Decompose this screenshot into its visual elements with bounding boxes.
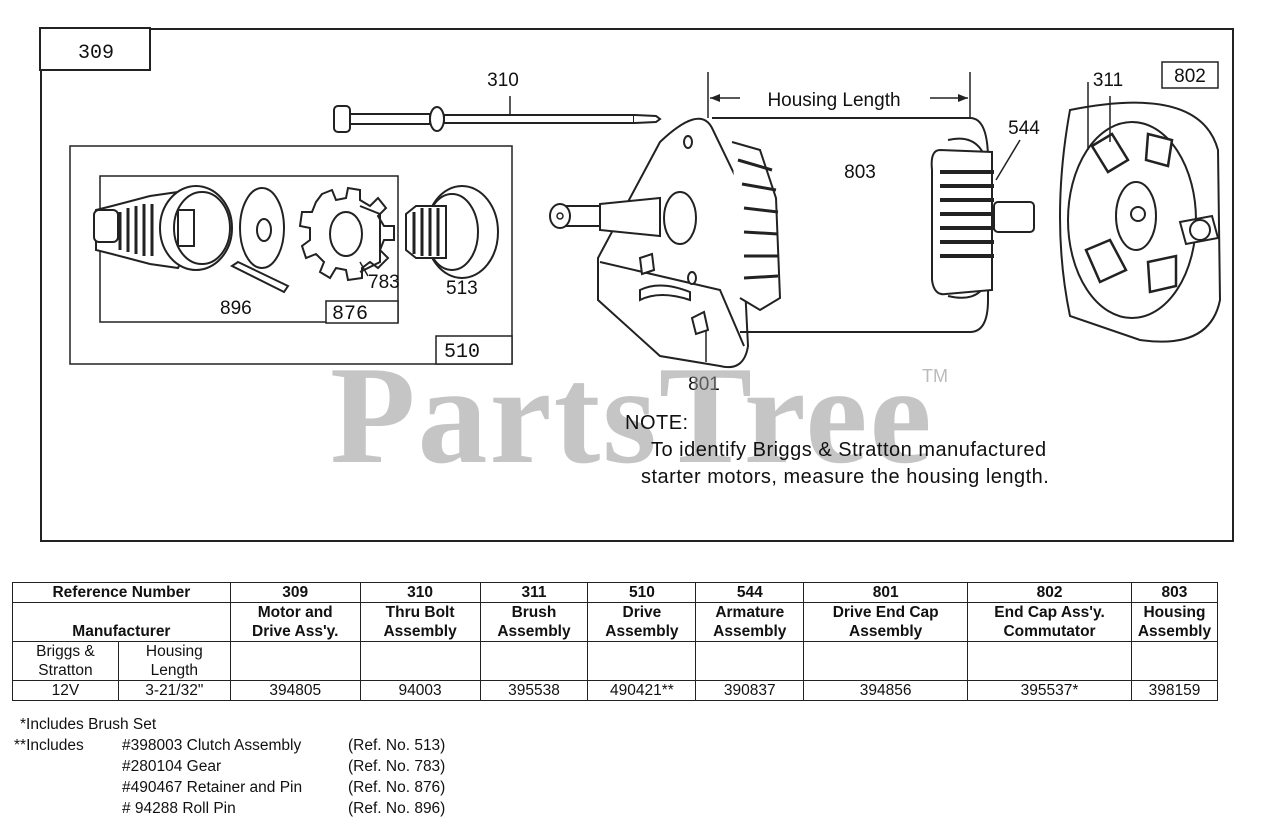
col-desc-311-b: Assembly: [479, 622, 589, 642]
length-cell: 3-21/32": [117, 680, 231, 701]
col-num-311: 311: [479, 582, 589, 603]
col-num-310: 310: [359, 582, 481, 603]
col-desc-309-a: Motor and: [229, 602, 361, 622]
col-desc-801-a: Drive End Cap: [803, 602, 969, 622]
footnote-part: # 94288 Roll Pin: [122, 800, 236, 817]
trademark-symbol: TM: [922, 366, 948, 386]
clutch-513[interactable]: [405, 185, 499, 279]
footnote-part: #398003 Clutch Assembly: [122, 737, 302, 754]
part-803-value[interactable]: 398159: [1130, 680, 1219, 701]
housing-header-a: Housing: [117, 641, 231, 661]
col-desc-309-b: Drive Ass'y.: [229, 622, 361, 642]
housing-header-b: Length: [117, 661, 231, 681]
part-544-value[interactable]: 390837: [695, 680, 805, 701]
footnotes: *Includes Brush Set **Includes #398003 C…: [14, 714, 445, 819]
col-desc-510-a: Drive: [587, 602, 697, 622]
part-310-value[interactable]: 94003: [359, 680, 481, 701]
col-desc-311-a: Brush: [479, 602, 589, 622]
list-item: # 94288 Roll Pin (Ref. No. 896): [14, 798, 445, 819]
col-num-544: 544: [695, 582, 805, 603]
footnote-ref: (Ref. No. 513): [348, 737, 446, 754]
note-line-1: To identify Briggs & Stratton manufactur…: [651, 439, 1047, 461]
gear-783[interactable]: [298, 186, 395, 282]
footnote-part: #280104 Gear: [122, 758, 222, 775]
part-510-value[interactable]: 490421**: [587, 680, 697, 701]
callout-802: 802: [1174, 66, 1206, 87]
note-line-2: starter motors, measure the housing leng…: [641, 466, 1050, 488]
callout-876: 876: [332, 303, 368, 326]
footnote-includes-label: **Includes: [14, 737, 84, 754]
roll-pin-896[interactable]: [230, 260, 290, 294]
part-309-value[interactable]: 394805: [229, 680, 361, 701]
list-item: **Includes #398003 Clutch Assembly (Ref.…: [14, 735, 445, 756]
ref-309-box: [39, 27, 151, 71]
col-desc-803-a: Housing: [1130, 602, 1219, 622]
armature-544[interactable]: [930, 148, 1035, 296]
footnote-ref: (Ref. No. 876): [348, 779, 446, 796]
ref-309-label: 309: [78, 42, 114, 65]
callout-801: 801: [688, 374, 720, 395]
footnote-ref: (Ref. No. 783): [348, 758, 446, 775]
col-desc-544-a: Armature: [695, 602, 805, 622]
footnote-part: #490467 Retainer and Pin: [122, 779, 303, 796]
part-802-value[interactable]: 395537*: [967, 680, 1132, 701]
col-desc-801-b: Assembly: [803, 622, 969, 642]
table-row: 12V 3-21/32" 394805 94003 395538 490421*…: [12, 680, 1219, 701]
briggs-header-b: Stratton: [12, 661, 119, 681]
note-heading: NOTE:: [625, 412, 689, 434]
list-item: #490467 Retainer and Pin (Ref. No. 876): [14, 777, 445, 798]
drive-end-cap-801[interactable]: [597, 117, 750, 368]
table-row: Drive Ass'y. Assembly Assembly Assembly …: [13, 622, 1219, 642]
callout-513: 513: [446, 278, 478, 299]
washer-part[interactable]: [239, 187, 285, 269]
identification-note: NOTE: To identify Briggs & Stratton manu…: [625, 410, 1049, 491]
exploded-diagram-frame: [40, 28, 1234, 542]
table-row: Briggs & Housing: [12, 641, 1219, 681]
col-desc-803-b: Assembly: [1130, 622, 1219, 642]
callout-783: 783: [368, 272, 400, 293]
table-row: Stratton Length: [12, 661, 1218, 681]
end-cap-802[interactable]: [1059, 101, 1222, 343]
callout-896: 896: [220, 298, 252, 319]
drive-assembly-510-box: [69, 145, 513, 365]
callout-803: 803: [844, 162, 876, 183]
ref-number-header: Reference Number: [12, 582, 231, 603]
list-item: #280104 Gear (Ref. No. 783): [14, 756, 445, 777]
col-desc-310-a: Thru Bolt: [359, 602, 481, 622]
col-num-309: 309: [229, 582, 361, 603]
col-num-801: 801: [803, 582, 969, 603]
footnote-brush: *Includes Brush Set: [14, 714, 445, 735]
callout-310: 310: [487, 70, 519, 91]
col-num-802: 802: [967, 582, 1132, 603]
voltage-cell: 12V: [12, 680, 119, 701]
parts-reference-table: Reference Number 309 310 311 510 544 801…: [12, 582, 1219, 701]
armature-shaft-part[interactable]: [549, 141, 782, 312]
callout-544: 544: [1008, 118, 1040, 139]
col-desc-802-a: End Cap Ass'y.: [967, 602, 1132, 622]
exploded-diagram: 309 310 Housing Length 510 876 896: [39, 27, 1222, 395]
col-num-803: 803: [1130, 582, 1219, 603]
callout-311: 311: [1093, 70, 1123, 91]
footnote-brush-text: *Includes Brush Set: [20, 716, 157, 733]
footnote-ref: (Ref. No. 896): [348, 800, 446, 817]
housing-length-label: Housing Length: [767, 90, 900, 111]
drive-shaft-part[interactable]: [93, 185, 233, 271]
brush-311[interactable]: [1084, 132, 1178, 294]
part-801-value[interactable]: 394856: [803, 680, 969, 701]
col-desc-544-b: Assembly: [695, 622, 805, 642]
col-desc-802-b: Commutator: [967, 622, 1132, 642]
table-row: Manufacturer Motor and Thru Bolt Brush D…: [12, 602, 1219, 642]
table-row: Reference Number 309 310 311 510 544 801…: [12, 582, 1219, 603]
part-311-value[interactable]: 395538: [479, 680, 589, 701]
callout-510: 510: [444, 341, 480, 364]
col-desc-310-b: Assembly: [359, 622, 481, 642]
briggs-header-a: Briggs &: [12, 641, 119, 661]
col-desc-510-b: Assembly: [587, 622, 697, 642]
thru-bolt-310[interactable]: [333, 105, 662, 133]
col-num-510: 510: [587, 582, 697, 603]
manufacturer-header: Manufacturer: [12, 602, 231, 642]
